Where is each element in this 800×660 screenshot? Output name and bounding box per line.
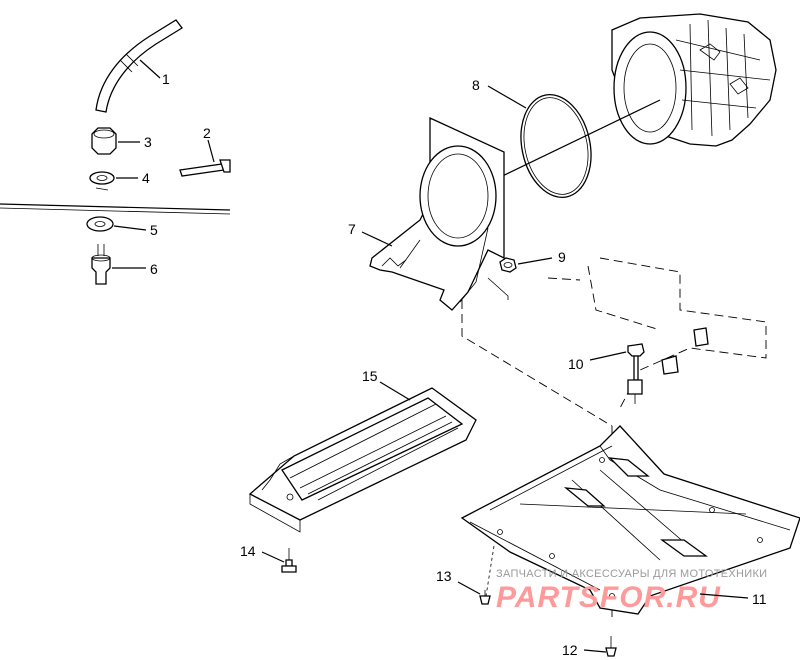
leader-12 [583, 649, 607, 653]
leader-8 [487, 85, 527, 109]
hull-outline [547, 257, 767, 409]
part-label-12: 12 [562, 642, 578, 658]
separator-line-shadow [0, 207, 231, 215]
screw-14-part [281, 548, 297, 573]
alignment-dash-long [461, 300, 613, 427]
part-label-8: 8 [472, 77, 480, 93]
part-label-4: 4 [142, 170, 150, 186]
part-label-10: 10 [568, 356, 584, 372]
pump-housing-part [611, 13, 777, 147]
pin-part [179, 159, 231, 177]
part-label-2: 2 [203, 125, 211, 141]
part-label-11: 11 [752, 591, 767, 607]
part-label-1: 1 [162, 71, 170, 87]
leader-5 [113, 225, 147, 231]
separator-line [0, 203, 231, 211]
part-label-9: 9 [558, 249, 566, 265]
leader-10 [589, 351, 627, 361]
fastener-part [627, 343, 645, 404]
watermark: ЗАПЧАСТИ И АКСЕССУАРЫ ДЛЯ МОТОТЕХНИКИ PA… [496, 568, 767, 614]
part-label-7: 7 [348, 221, 356, 237]
nut-part [91, 127, 117, 155]
leader-13 [457, 581, 481, 595]
ride-plate-part [460, 425, 800, 615]
washer-part [89, 171, 115, 191]
part-label-5: 5 [150, 222, 158, 238]
part-label-13: 13 [436, 568, 452, 584]
screw-12-part [605, 636, 617, 657]
leader-7 [361, 231, 393, 247]
o-ring-part [520, 93, 592, 199]
hull-bracket [661, 327, 709, 375]
ride-shoe-part [248, 387, 477, 533]
fitting-part [91, 244, 111, 285]
leader-15 [379, 381, 411, 401]
screw-13-part [479, 590, 491, 605]
leader-2 [207, 139, 215, 163]
part-label-6: 6 [150, 261, 158, 277]
leader-11 [699, 593, 749, 599]
small-nut-part [499, 257, 517, 273]
watermark-subtitle: ЗАПЧАСТИ И АКСЕССУАРЫ ДЛЯ МОТОТЕХНИКИ [496, 568, 767, 580]
leader-9 [517, 257, 553, 265]
adapter-mount-part [369, 116, 505, 311]
screw-axis-13 [485, 545, 495, 597]
lower-washer-part [86, 216, 114, 232]
connector-9 [487, 277, 509, 300]
watermark-brand: PARTSFOR.RU [496, 581, 721, 614]
part-label-14: 14 [240, 543, 256, 559]
hose-part [95, 19, 183, 113]
leader-1 [139, 59, 161, 79]
part-label-3: 3 [144, 134, 152, 150]
part-label-15: 15 [362, 368, 378, 384]
leader-14 [261, 551, 285, 563]
